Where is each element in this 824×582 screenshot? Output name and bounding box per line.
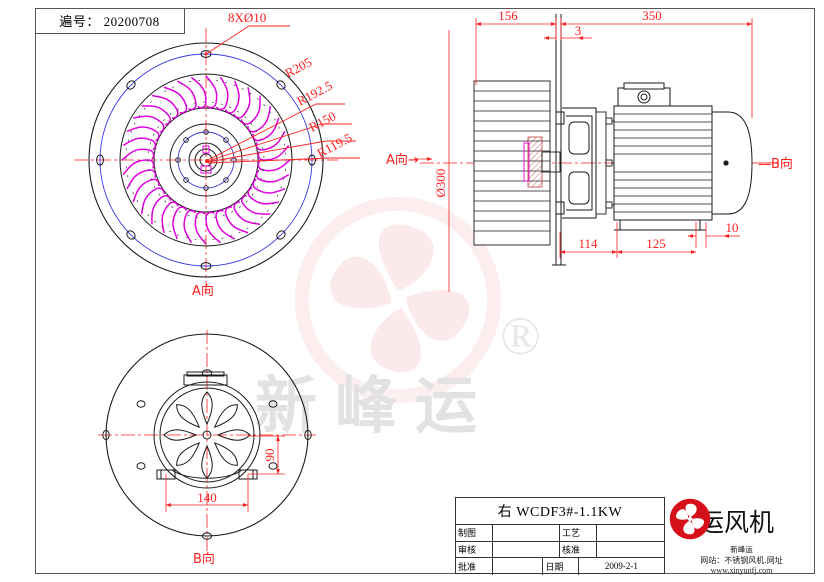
logo-url[interactable]: www.xinyunfj.com <box>710 566 773 575</box>
callout-8x-dia10: 8XØ10 <box>228 10 266 25</box>
dim-350: 350 <box>642 8 662 23</box>
label-date: 日期 <box>543 558 579 575</box>
view-direction-a-label: A向→ <box>386 152 419 168</box>
title-block: 右 WCDF3#-1.1KW 制图 工艺 审核 核准 批准 日期 2009-2-… <box>455 497 665 575</box>
side-view-dimensions <box>414 18 772 292</box>
fan-logo-icon <box>669 498 711 540</box>
dim-90: 90 <box>262 449 277 462</box>
diameter-300-label: Ø300 <box>433 169 448 198</box>
label-authorized-by: 批准 <box>456 558 494 575</box>
front-view-callout-leaders <box>204 25 360 164</box>
title-block-row-3: 批准 日期 2009-2-1 <box>456 558 664 575</box>
rear-view-label: B向 <box>193 551 215 567</box>
logo-badge-text: 新峰运 <box>730 545 753 554</box>
dim-114: 114 <box>578 236 598 251</box>
company-logo-block: 新运风机 新峰运 网站：不锈钢风机.网址 www.xinyunfj.com <box>668 497 815 575</box>
logo-site-line: 网站：不锈钢风机.网址 <box>700 556 783 565</box>
rear-view-motor-cover <box>98 330 316 552</box>
title-block-row-2: 审核 核准 <box>456 541 664 559</box>
label-reviewed-by: 审核 <box>456 541 494 558</box>
side-view-dimension-labels: 156 3 350 114 125 10 Ø300 A向→ —B向 <box>386 8 793 251</box>
value-date: 2009-2-1 <box>604 561 638 572</box>
label-process: 工艺 <box>560 525 598 541</box>
dim-10: 10 <box>726 220 739 235</box>
value-approved[interactable] <box>597 542 664 558</box>
dim-156: 156 <box>498 8 518 23</box>
dim-3: 3 <box>575 23 582 38</box>
view-direction-b-label: —B向 <box>758 156 793 172</box>
side-assembly-view <box>420 14 790 266</box>
drawing-frame-border <box>35 8 815 574</box>
title-block-title: 右 WCDF3#-1.1KW <box>456 498 664 525</box>
value-drawn-by[interactable] <box>493 525 560 541</box>
title-block-row-1: 制图 工艺 <box>456 525 664 542</box>
label-approved: 核准 <box>560 541 598 558</box>
value-reviewed-by[interactable] <box>493 541 560 558</box>
label-drawn-by: 制图 <box>456 525 494 541</box>
front-view-label: A向 <box>192 283 214 299</box>
value-authorized-by[interactable] <box>493 558 544 575</box>
value-process[interactable] <box>597 525 664 541</box>
rear-view-dimension-labels: 140 90 B向 <box>193 449 277 568</box>
rear-view-dimensions <box>165 435 285 512</box>
drawing-code-box: 遍号： 20200708 <box>35 8 185 34</box>
drawing-code-text: 遍号： 20200708 <box>59 14 160 29</box>
dim-125: 125 <box>646 236 666 251</box>
dim-140: 140 <box>197 490 217 505</box>
